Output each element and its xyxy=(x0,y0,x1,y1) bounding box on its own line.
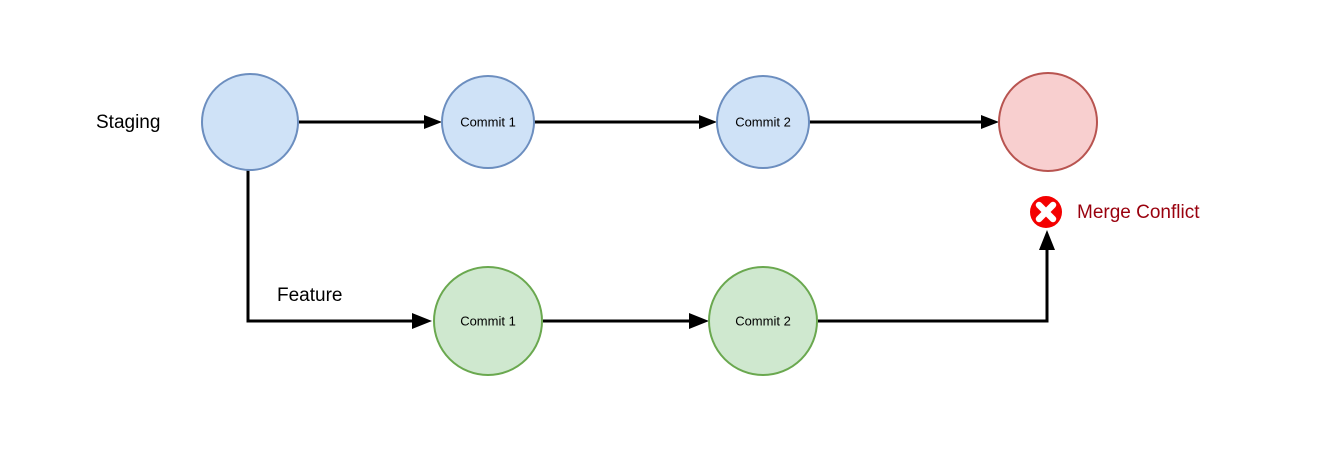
node-staging-commit-1-label: Commit 1 xyxy=(460,114,516,129)
branch-label-feature: Feature xyxy=(277,285,342,306)
node-feature-commit-1-label: Commit 1 xyxy=(460,313,516,328)
arrowhead-icon xyxy=(412,313,432,329)
edge-root-to-staging-commit-1 xyxy=(299,115,442,129)
edge-staging-commit-1-to-commit-2 xyxy=(534,115,717,129)
branch-label-staging: Staging xyxy=(96,112,160,133)
node-feature-commit-2-label: Commit 2 xyxy=(735,313,791,328)
node-merge-target[interactable] xyxy=(998,72,1098,172)
edge-root-branch-to-feature xyxy=(246,168,432,329)
arrowhead-icon xyxy=(689,313,709,329)
merge-conflict-label: Merge Conflict xyxy=(1077,202,1200,223)
node-staging-commit-2[interactable]: Commit 2 xyxy=(716,75,810,169)
error-x-icon xyxy=(1030,196,1062,228)
node-root-commit[interactable] xyxy=(201,73,299,171)
node-feature-commit-1[interactable]: Commit 1 xyxy=(433,266,543,376)
node-staging-commit-1[interactable]: Commit 1 xyxy=(441,75,535,169)
node-staging-commit-2-label: Commit 2 xyxy=(735,114,791,129)
arrowhead-icon xyxy=(1039,230,1055,250)
arrowhead-icon xyxy=(424,115,442,129)
edge-feature-commit-2-to-merge-conflict xyxy=(818,230,1055,323)
node-feature-commit-2[interactable]: Commit 2 xyxy=(708,266,818,376)
merge-conflict-annotation[interactable]: Merge Conflict xyxy=(1030,196,1200,228)
edge-staging-commit-2-to-merge-target xyxy=(809,115,999,129)
arrowhead-icon xyxy=(699,115,717,129)
edge-feature-commit-1-to-commit-2 xyxy=(543,313,709,329)
arrowhead-icon xyxy=(981,115,999,129)
